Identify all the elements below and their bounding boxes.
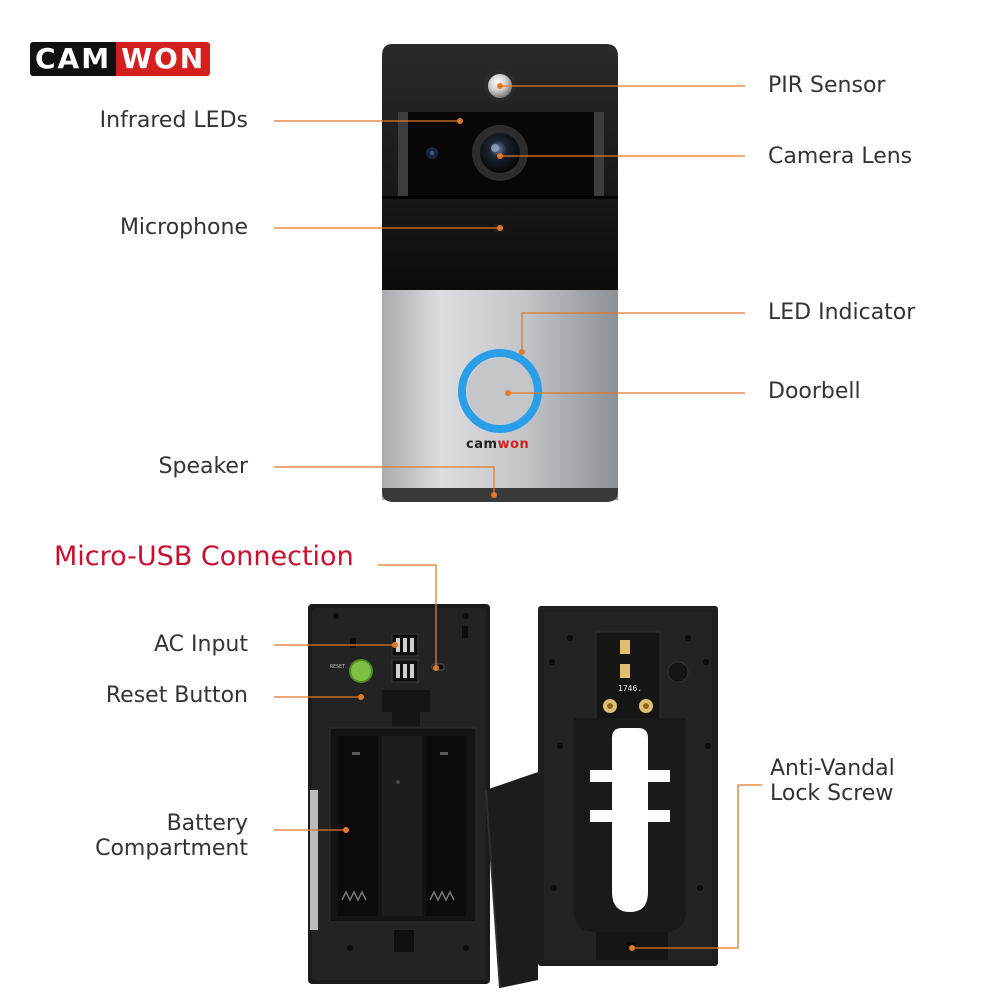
led-indicator-ring — [458, 349, 542, 433]
reset-small-text: RESET — [330, 664, 346, 670]
mounting-plate — [538, 606, 718, 966]
doorbell-button — [467, 358, 533, 424]
pcb-code-text: 1746. — [618, 684, 643, 693]
label-battery-line2: Compartment — [95, 836, 248, 861]
label-doorbell: Doorbell — [768, 379, 861, 404]
label-infrared-leds: Infrared LEDs — [99, 108, 248, 133]
leader-dots — [343, 83, 635, 951]
label-led-indicator: LED Indicator — [768, 300, 916, 325]
brand-logo-part2: WON — [116, 42, 211, 76]
device-logo-part2: won — [497, 437, 530, 452]
label-microphone: Microphone — [119, 215, 248, 240]
label-anti-vandal-lock-screw: Anti-Vandal Lock Screw — [770, 756, 895, 806]
doorbell-back-view — [308, 604, 490, 984]
reset-button — [349, 659, 373, 683]
angle-wedge — [486, 772, 538, 988]
label-anti-vandal-line2: Lock Screw — [770, 781, 894, 806]
device-logo: camwon — [466, 437, 529, 452]
doorbell-front-view — [382, 44, 618, 502]
label-battery-compartment: Battery Compartment — [95, 811, 248, 861]
label-micro-usb-connection: Micro-USB Connection — [54, 541, 354, 572]
label-camera-lens: Camera Lens — [768, 144, 913, 169]
label-battery-line1: Battery — [166, 811, 248, 836]
label-reset-button: Reset Button — [105, 683, 248, 708]
label-pir-sensor: PIR Sensor — [768, 73, 886, 98]
brand-logo-part1: CAM — [30, 42, 117, 76]
label-speaker: Speaker — [158, 454, 248, 479]
label-anti-vandal-line1: Anti-Vandal — [770, 756, 895, 781]
leader-lines — [274, 85, 762, 949]
label-ac-input: AC Input — [154, 632, 248, 657]
device-logo-part1: cam — [466, 437, 498, 452]
